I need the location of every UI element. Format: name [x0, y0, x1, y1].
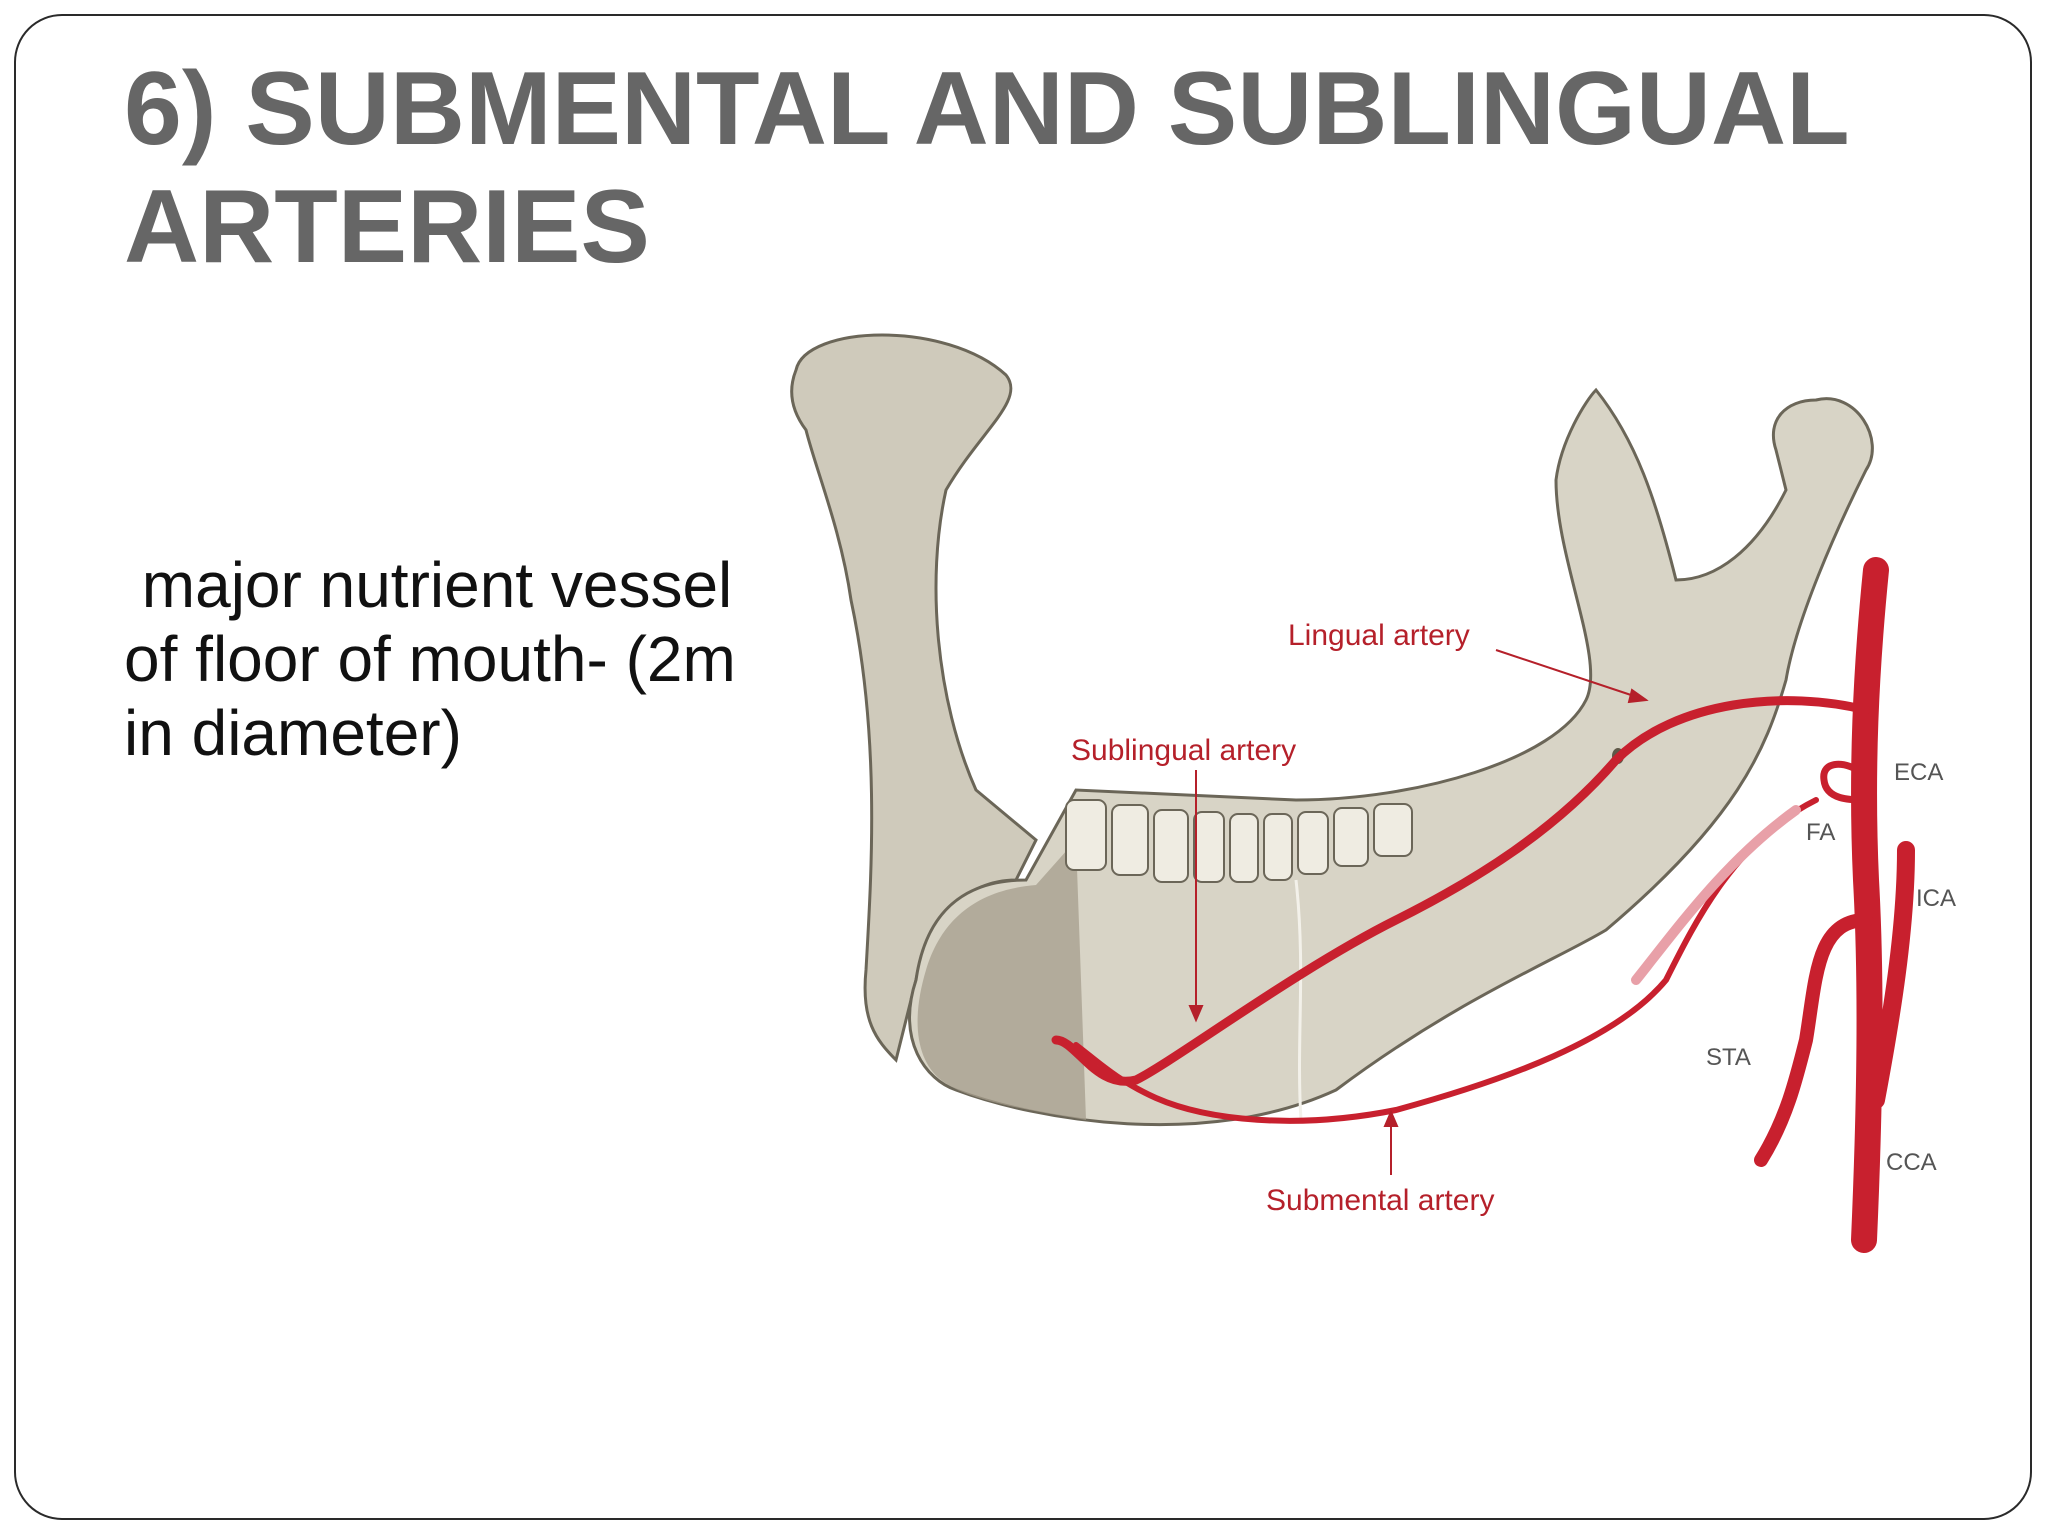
label-cca: CCA: [1886, 1149, 1937, 1176]
slide-title-line-1: 6) SUBMENTAL AND SUBLINGUAL: [124, 51, 1850, 167]
mandible-artery-illustration: Lingual artery Sublingual artery Subment…: [776, 320, 1966, 1260]
label-ica: ICA: [1916, 885, 1956, 912]
body-text: major nutrient vessel of floor of mouth-…: [124, 548, 776, 770]
body-line-1: major nutrient vessel: [124, 549, 733, 621]
label-eca: ECA: [1894, 759, 1943, 786]
teeth: [1065, 799, 1413, 883]
label-lingual-artery: Lingual artery: [1288, 619, 1470, 652]
figure-labels: Lingual artery Sublingual artery Subment…: [1071, 619, 1956, 1217]
superior-thyroid-artery: [1754, 913, 1873, 1167]
label-leaders: [1188, 649, 1649, 1175]
lingual-sublingual-artery: [1051, 696, 1871, 1086]
symphysis-line: [1294, 879, 1303, 1121]
mandible-inner-shadow: [917, 840, 1086, 1120]
mandible-body: [908, 387, 1874, 1127]
mandible-illustration-svg: Lingual artery Sublingual artery Subment…: [790, 333, 1956, 1253]
lingual-arrowhead: [1627, 688, 1649, 704]
label-fa: FA: [1806, 819, 1835, 846]
slide-title: 6) SUBMENTAL AND SUBLINGUAL ARTERIES: [124, 50, 1924, 286]
arteries: [1051, 557, 1915, 1253]
body-line-2: of floor of mouth- (2m: [124, 623, 736, 695]
label-sublingual-artery: Sublingual artery: [1071, 734, 1296, 767]
sublingual-arrowhead: [1188, 1005, 1204, 1023]
internal-carotid-artery: [1867, 841, 1915, 1109]
submental-artery: [1073, 797, 1819, 1124]
label-sta: STA: [1706, 1044, 1751, 1071]
submental-arrowhead: [1383, 1109, 1399, 1127]
label-submental-artery: Submental artery: [1266, 1184, 1494, 1217]
submental-artery-deep: [1631, 805, 1801, 985]
facial-artery: [1820, 760, 1870, 804]
slide-title-line-2: ARTERIES: [124, 169, 650, 285]
mandible-bone: [790, 333, 1874, 1127]
body-line-3: in diameter): [124, 697, 462, 769]
lingual-leader: [1495, 649, 1647, 701]
external-carotid-artery: [1851, 557, 1889, 1253]
